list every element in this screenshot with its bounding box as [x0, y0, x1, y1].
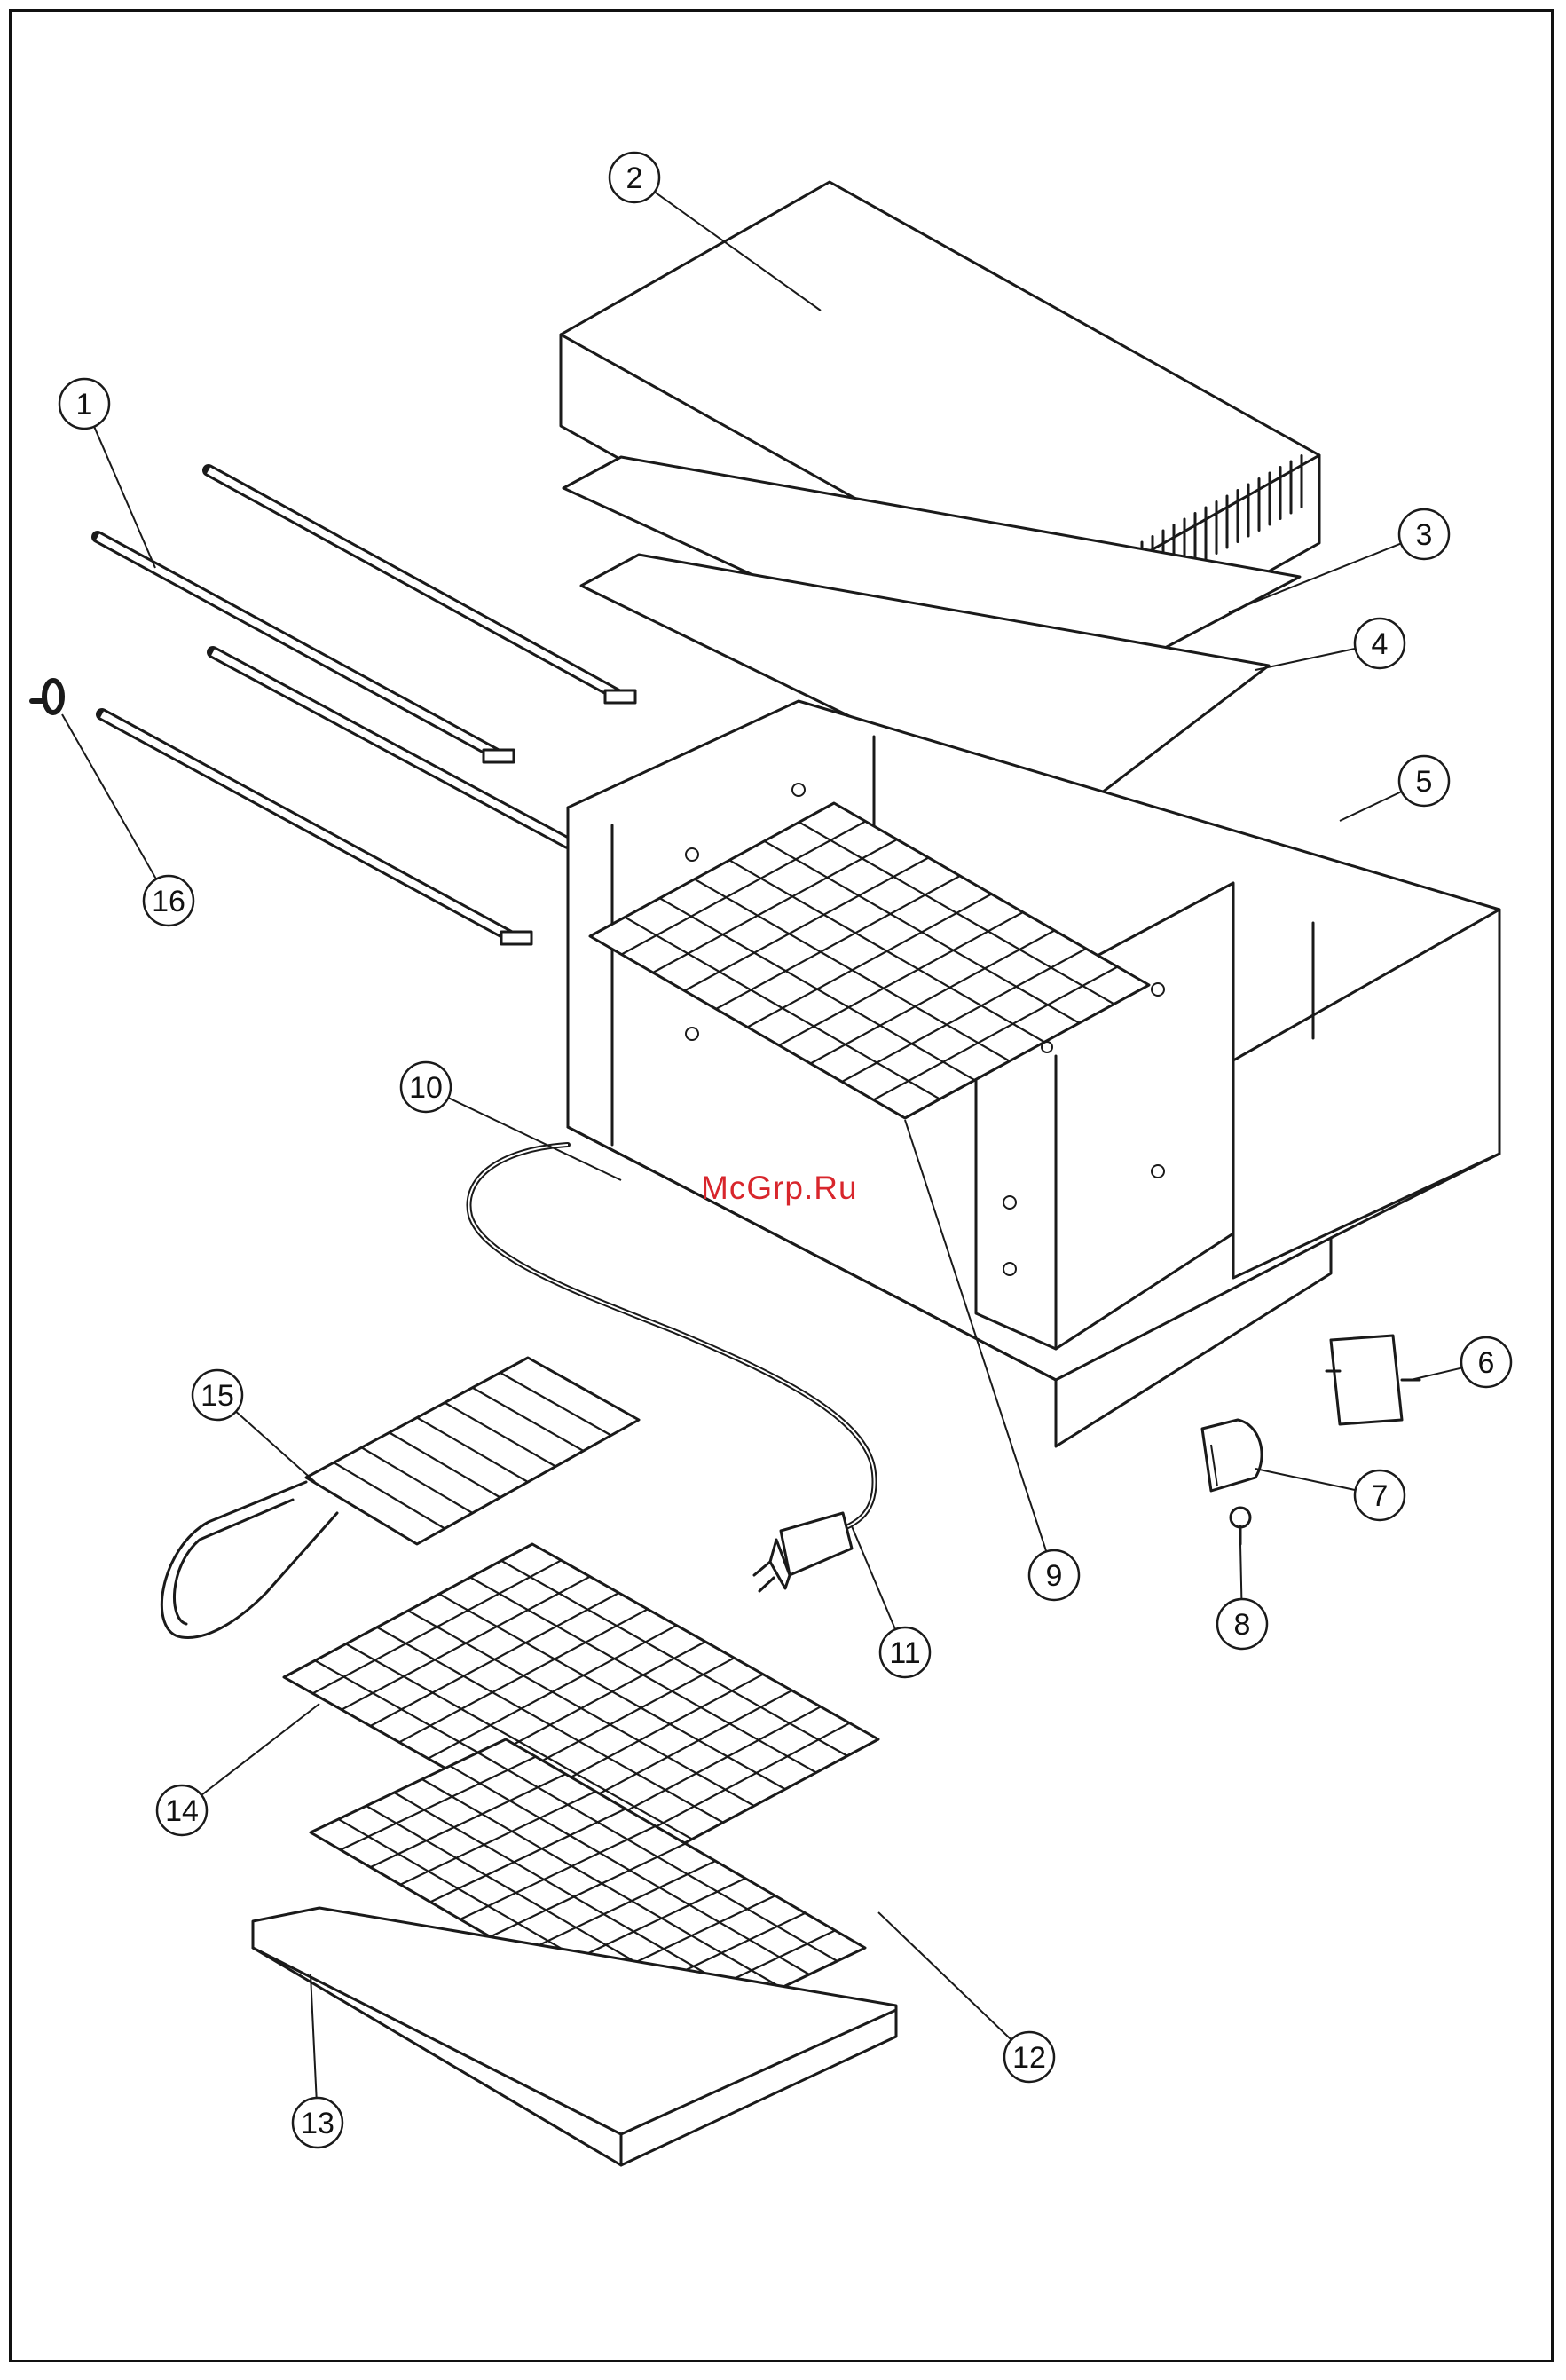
callout-number: 9 [1046, 1559, 1063, 1593]
callout-number: 8 [1234, 1608, 1251, 1642]
callout-14: 14 [157, 1704, 319, 1835]
callout-leader [878, 1912, 1011, 2040]
heating-elements [98, 470, 635, 944]
callout-number: 16 [152, 885, 185, 918]
callout-7: 7 [1255, 1469, 1405, 1520]
callout-5: 5 [1340, 756, 1449, 821]
callout-11: 11 [852, 1526, 930, 1677]
control-knob [1202, 1420, 1262, 1491]
knob-screw [1231, 1508, 1250, 1544]
callout-leader [1340, 792, 1402, 821]
callout-leader [236, 1412, 315, 1482]
callout-leader [311, 1974, 317, 2098]
callout-6: 6 [1411, 1337, 1511, 1387]
callout-number: 10 [409, 1071, 443, 1105]
callout-number: 3 [1416, 518, 1433, 552]
callout-number: 2 [626, 162, 643, 195]
main-body [568, 701, 1499, 1446]
callout-number: 13 [301, 2107, 334, 2140]
callout-12: 12 [878, 1912, 1054, 2082]
callout-4: 4 [1255, 619, 1405, 670]
callout-leader [1255, 1469, 1356, 1490]
callout-leader [1255, 649, 1356, 670]
callout-number: 7 [1372, 1479, 1389, 1513]
callout-13: 13 [293, 1974, 342, 2148]
callout-number: 5 [1416, 765, 1433, 799]
callout-number: 14 [165, 1794, 199, 1828]
callout-15: 15 [193, 1370, 315, 1482]
thermostat-switch [1326, 1336, 1420, 1424]
power-plug [754, 1513, 852, 1591]
callout-number: 4 [1372, 627, 1389, 661]
callout-number: 15 [201, 1379, 234, 1413]
callout-leader [852, 1526, 895, 1629]
element-clip [32, 681, 62, 713]
callout-16: 16 [62, 714, 193, 926]
callout-leader [201, 1704, 319, 1795]
callout-number: 12 [1012, 2041, 1046, 2075]
callout-leader [1240, 1544, 1241, 1599]
callout-number: 6 [1478, 1346, 1495, 1380]
callout-number: 11 [889, 1636, 920, 1670]
watermark: McGrp.Ru [701, 1170, 858, 1207]
callout-leader [1411, 1367, 1462, 1380]
callout-number: 1 [76, 388, 93, 422]
callout-8: 8 [1217, 1544, 1267, 1649]
